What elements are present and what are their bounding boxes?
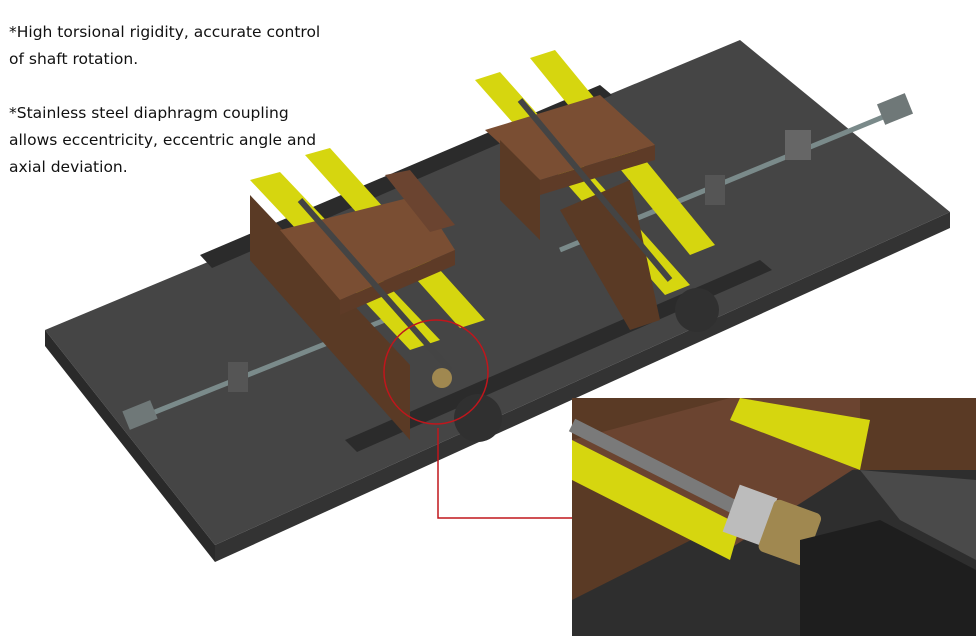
right-slide-module xyxy=(475,50,719,332)
motor xyxy=(454,394,502,442)
coupling-detail-inset xyxy=(568,398,976,636)
left-slide-module xyxy=(250,148,485,440)
feature-notes: *High torsional rigidity, accurate contr… xyxy=(9,19,329,208)
base-plate xyxy=(45,40,950,562)
leader-line xyxy=(437,428,572,519)
note-torsional-rigidity: *High torsional rigidity, accurate contr… xyxy=(9,23,321,68)
coupling xyxy=(432,368,452,388)
note-diaphragm-coupling: *Stainless steel diaphragm coupling allo… xyxy=(9,104,317,176)
highlight-circle xyxy=(383,319,489,425)
